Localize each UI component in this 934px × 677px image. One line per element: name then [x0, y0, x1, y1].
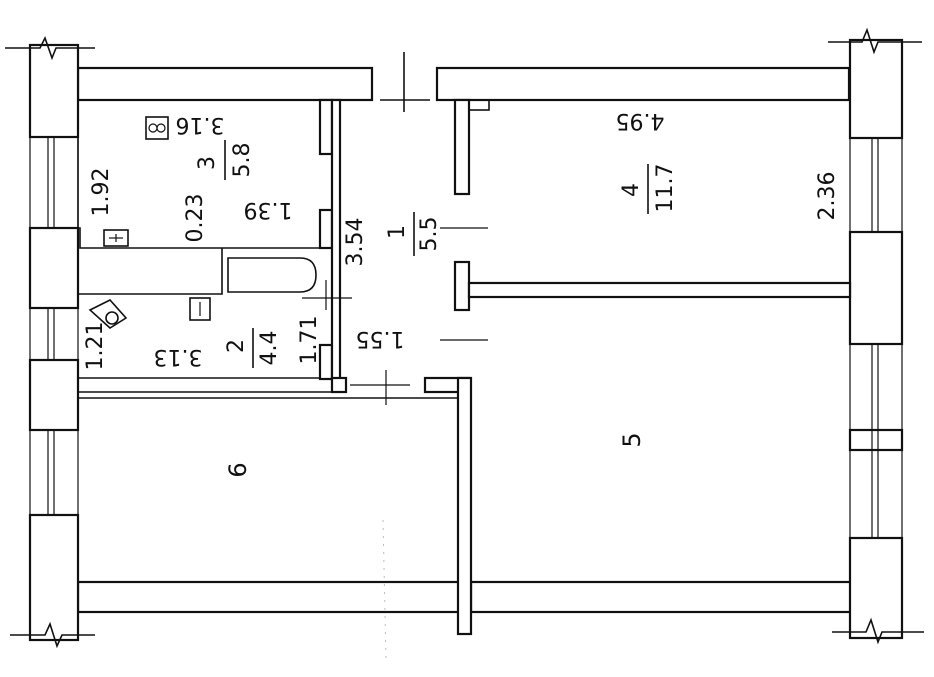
dim-room2-width: 3.13	[154, 344, 203, 369]
dim-room3-top: 3.16	[176, 112, 225, 137]
toilet-icon	[88, 299, 128, 329]
top-wall-left	[76, 66, 374, 102]
outlet-icon	[103, 229, 129, 247]
right-pier-2	[848, 230, 904, 346]
break-line-bottom-right	[832, 617, 924, 645]
room6-number: 6	[224, 462, 252, 477]
window-right-1	[849, 138, 903, 232]
partition-room3-upper	[318, 98, 334, 156]
dim-room2-left: 1.21	[83, 322, 108, 371]
room3-number: 3	[195, 156, 220, 170]
room2-area: 4.4	[257, 331, 282, 366]
room2-top-wall	[78, 248, 223, 295]
window-left-1	[29, 137, 79, 228]
corridor-right-wall-upper	[453, 98, 471, 196]
interior-walls	[77, 52, 852, 636]
window-right-2	[849, 344, 903, 538]
break-line-top-right	[828, 27, 922, 55]
left-pier-3	[28, 358, 80, 432]
break-lines	[5, 27, 924, 649]
left-pier-1	[28, 43, 80, 139]
break-line-top-left	[5, 35, 95, 61]
dim-room4-top: 4.95	[616, 108, 665, 133]
windows	[29, 137, 903, 538]
room1-area: 5.5	[417, 217, 442, 252]
corridor-bottom-left-stub	[330, 376, 348, 394]
dim-corridor-width: 1.55	[356, 326, 405, 351]
corridor-right-wall-middle	[453, 260, 471, 312]
left-pier-4	[28, 513, 80, 642]
right-pier-1	[848, 38, 904, 140]
right-pier-3	[848, 428, 904, 452]
room2-number: 2	[224, 339, 249, 353]
room3-bottom-wall	[77, 100, 332, 249]
partition-room3-lower	[318, 208, 334, 250]
window-left-3	[29, 430, 79, 515]
top-wall-right	[435, 66, 851, 102]
room5-room6-partition	[456, 376, 473, 636]
outer-walls	[28, 38, 904, 642]
break-line-bottom-left	[10, 621, 95, 649]
outlet-icon	[189, 297, 211, 321]
corridor-left-wall	[330, 98, 342, 382]
room4-number: 4	[619, 183, 644, 197]
left-pier-2	[28, 226, 80, 310]
dim-room4-side: 2.36	[815, 172, 840, 221]
bottom-wall-left	[76, 580, 466, 614]
room1-number: 1	[385, 225, 410, 239]
dim-room3-inner: 0.23	[183, 194, 208, 243]
room4-area: 11.7	[653, 164, 678, 213]
window-left-2	[29, 308, 79, 360]
dim-corridor-height: 3.54	[343, 218, 368, 267]
bottom-wall-right	[469, 580, 853, 614]
room5-number: 5	[618, 432, 646, 447]
dim-room3-bottom: 1.39	[244, 197, 293, 222]
bathtub-icon	[227, 257, 317, 293]
dim-room2-right: 1.71	[297, 316, 322, 365]
dim-room3-side: 1.92	[89, 168, 114, 217]
right-pier-4	[848, 536, 904, 640]
ventilation-icon	[145, 116, 169, 140]
room3-area: 5.8	[230, 143, 255, 178]
room4-room5-partition	[467, 281, 852, 299]
